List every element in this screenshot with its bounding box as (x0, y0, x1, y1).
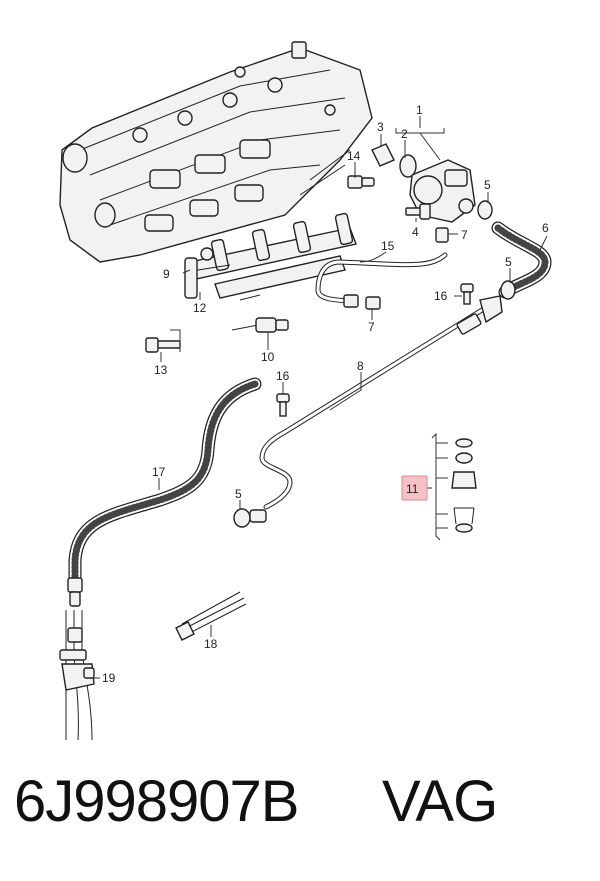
line-bundle-19 (59, 610, 95, 740)
callout-4: 4 (412, 225, 419, 239)
callout-16-lower: 16 (276, 369, 290, 383)
clip-18 (175, 591, 247, 641)
fuel-rail (184, 212, 357, 301)
callout-highlight-11 (401, 475, 428, 501)
callout-3: 3 (377, 120, 384, 134)
callout-5-lower: 5 (235, 487, 242, 501)
repair-kit-11 (451, 438, 477, 533)
callout-15: 15 (381, 239, 395, 253)
callout-12: 12 (193, 301, 207, 315)
o-ring-2 (399, 154, 417, 178)
callout-7-upper: 7 (461, 228, 468, 242)
bolt-16-upper (460, 283, 474, 305)
callout-7-lower: 7 (368, 320, 375, 334)
clamp-5-lower (233, 508, 267, 528)
bracket-12 (184, 247, 214, 299)
parts-diagram: 1 2 3 14 5 6 4 7 15 5 9 16 12 7 10 8 13 … (59, 41, 552, 740)
fuel-pipe-15 (315, 252, 448, 304)
callout-2: 2 (401, 127, 408, 141)
fuel-pipe-8 (259, 295, 503, 510)
callout-16-upper: 16 (434, 289, 448, 303)
callout-13: 13 (154, 363, 168, 377)
leader-lines (94, 116, 548, 679)
part-number: 6J998907B (14, 769, 299, 834)
callout-11: 11 (406, 482, 419, 496)
cylinder-head (59, 41, 373, 263)
brand-name: VAG (382, 769, 498, 834)
callout-6: 6 (542, 221, 549, 235)
clamp-5-upper (477, 200, 493, 220)
bolt-16-lower (276, 393, 290, 417)
bolt-4 (405, 203, 431, 220)
callout-labels: 1 2 3 14 5 6 4 7 15 5 9 16 12 7 10 8 13 … (102, 103, 549, 685)
callout-5-upper: 5 (484, 178, 491, 192)
clamp-5-right (500, 280, 516, 300)
callout-8: 8 (357, 359, 364, 373)
callout-18: 18 (204, 637, 218, 651)
callout-9: 9 (163, 267, 170, 281)
callout-10: 10 (261, 350, 275, 364)
union-nut-7-lower (343, 294, 381, 310)
callout-14: 14 (347, 149, 361, 163)
fitting-14 (347, 175, 375, 189)
callout-17: 17 (152, 465, 166, 479)
callout-19: 19 (102, 671, 116, 685)
bolt-13 (145, 337, 181, 353)
callout-1: 1 (416, 103, 423, 117)
union-nut-7-upper (435, 227, 449, 243)
hose-6 (491, 221, 552, 299)
sleeve-3 (371, 143, 395, 167)
pressure-sensor-10 (231, 317, 289, 333)
callout-5-right: 5 (505, 255, 512, 269)
hose-17 (67, 377, 262, 607)
